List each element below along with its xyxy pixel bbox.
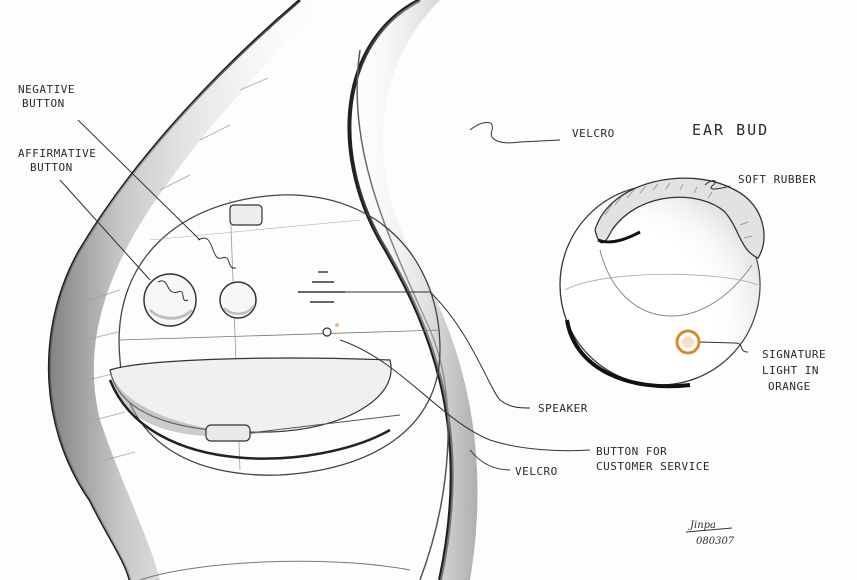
label-soft-rubber: SOFT RUBBER: [738, 173, 816, 186]
customer-service-button: [206, 425, 250, 441]
speaker-dot: [323, 328, 331, 336]
guide-line: [120, 330, 440, 340]
orange-fleck: [335, 323, 339, 327]
signature-date: 080307: [696, 536, 735, 547]
label-negative-button-line2: BUTTON: [22, 97, 65, 110]
label-button-customer-service-line1: BUTTON FOR: [596, 445, 667, 458]
label-velcro-top: VELCRO: [572, 127, 615, 140]
top-tab: [230, 205, 262, 225]
speaker-grille: [298, 272, 345, 302]
label-signature-light-line3: ORANGE: [768, 380, 811, 393]
label-affirmative-button-line1: AFFIRMATIVE: [18, 147, 96, 160]
label-velcro-bottom: VELCRO: [515, 465, 558, 478]
label-negative-button-line1: NEGATIVE: [18, 83, 75, 96]
strap-shadow: [349, 0, 477, 580]
label-affirmative-button-line2: BUTTON: [30, 161, 73, 174]
label-speaker: SPEAKER: [538, 402, 588, 415]
ear-bud: [560, 178, 764, 386]
label-signature-light-line1: SIGNATURE: [762, 348, 826, 361]
signature-light-core: [682, 336, 694, 348]
bottom-guide: [140, 561, 410, 580]
label-button-customer-service-line2: CUSTOMER SERVICE: [596, 460, 710, 473]
label-signature-light-line2: LIGHT IN: [762, 364, 819, 377]
ear-bud-title: EAR BUD: [692, 121, 769, 139]
